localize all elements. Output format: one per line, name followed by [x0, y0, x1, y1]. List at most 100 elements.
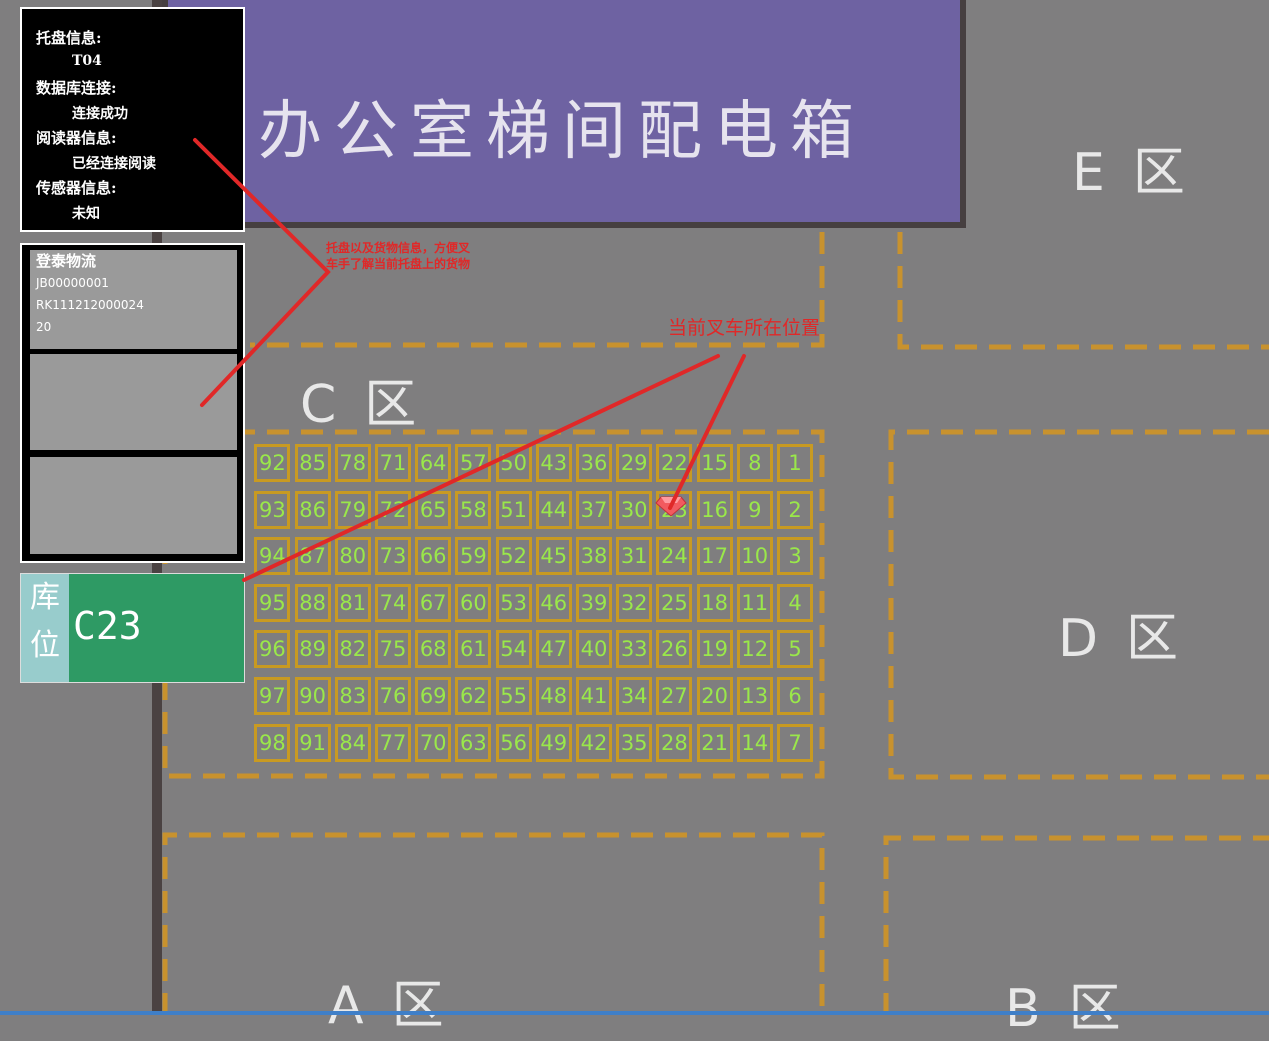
storage-cell[interactable]: 38 [576, 537, 612, 576]
storage-cell[interactable]: 11 [736, 583, 773, 622]
storage-cell[interactable]: 24 [656, 537, 693, 576]
storage-cell[interactable]: 6 [777, 677, 813, 715]
cargo-slot[interactable]: 登泰物流 JB00000001 RK111212000024 20 [30, 250, 237, 349]
storage-cell[interactable]: 28 [656, 723, 693, 762]
storage-cell[interactable]: 27 [656, 677, 693, 715]
storage-cell[interactable]: 17 [696, 537, 733, 576]
cargo-note: 托盘以及货物信息，方便叉车手了解当前托盘上的货物 [326, 241, 471, 271]
storage-cell[interactable]: 2 [777, 490, 813, 529]
storage-cell[interactable]: 78 [334, 444, 371, 482]
storage-cell[interactable]: 13 [736, 677, 773, 715]
storage-cell[interactable]: 71 [375, 444, 411, 482]
storage-cell[interactable]: 81 [334, 583, 371, 622]
storage-cell[interactable]: 46 [535, 583, 572, 622]
storage-cell[interactable]: 86 [294, 490, 331, 529]
storage-cell[interactable]: 41 [576, 677, 612, 715]
storage-cell[interactable]: 85 [294, 444, 331, 482]
storage-cell[interactable]: 26 [656, 630, 693, 669]
storage-cell[interactable]: 12 [736, 630, 773, 669]
storage-cell[interactable]: 59 [455, 537, 492, 576]
storage-cell[interactable]: 35 [616, 723, 653, 762]
storage-cell[interactable]: 48 [535, 677, 572, 715]
storage-cell[interactable]: 64 [415, 444, 452, 482]
storage-cell[interactable]: 29 [616, 444, 653, 482]
storage-cell[interactable]: 91 [294, 723, 331, 762]
storage-cell[interactable]: 93 [254, 490, 291, 529]
storage-cell[interactable]: 83 [334, 677, 371, 715]
storage-cell[interactable]: 52 [495, 537, 532, 576]
storage-cell[interactable]: 92 [254, 444, 291, 482]
storage-cell[interactable]: 66 [415, 537, 452, 576]
storage-cell[interactable]: 37 [576, 490, 612, 529]
storage-cell[interactable]: 63 [455, 723, 492, 762]
reader-value: 已经连接阅读 [72, 156, 156, 172]
storage-cell[interactable]: 97 [254, 677, 291, 715]
storage-cell[interactable]: 53 [495, 583, 532, 622]
storage-cell[interactable]: 36 [576, 444, 612, 482]
storage-cell[interactable]: 75 [375, 630, 411, 669]
storage-cell[interactable]: 43 [535, 444, 572, 482]
storage-cell[interactable]: 25 [656, 583, 693, 622]
storage-cell[interactable]: 55 [495, 677, 532, 715]
storage-cell[interactable]: 3 [777, 537, 813, 576]
location-value: C23 [73, 604, 142, 648]
storage-cell[interactable]: 49 [535, 723, 572, 762]
storage-cell[interactable]: 60 [455, 583, 492, 622]
storage-cell[interactable]: 1 [777, 444, 813, 482]
storage-cell[interactable]: 98 [254, 723, 291, 762]
storage-cell[interactable]: 40 [576, 630, 612, 669]
storage-cell[interactable]: 47 [535, 630, 572, 669]
storage-cell[interactable]: 56 [495, 723, 532, 762]
sensor-label: 传感器信息: [36, 179, 117, 197]
cargo-panel: 登泰物流 JB00000001 RK111212000024 20 [20, 243, 245, 563]
storage-cell[interactable]: 68 [415, 630, 452, 669]
storage-cell[interactable]: 77 [375, 723, 411, 762]
storage-cell[interactable]: 4 [777, 583, 813, 622]
storage-cell[interactable]: 96 [254, 630, 291, 669]
office-room: 办公室梯间配电箱 [162, 0, 966, 228]
storage-cell[interactable]: 34 [616, 677, 653, 715]
storage-cell[interactable]: 14 [736, 723, 773, 762]
storage-cell[interactable]: 84 [334, 723, 371, 762]
storage-cell[interactable]: 95 [254, 583, 291, 622]
storage-cell[interactable]: 88 [294, 583, 331, 622]
storage-cell[interactable]: 20 [696, 677, 733, 715]
storage-cell[interactable]: 31 [616, 537, 653, 576]
storage-cell[interactable]: 69 [415, 677, 452, 715]
storage-cell[interactable]: 82 [334, 630, 371, 669]
storage-cell[interactable]: 67 [415, 583, 452, 622]
storage-cell[interactable]: 33 [616, 630, 653, 669]
storage-cell[interactable]: 61 [455, 630, 492, 669]
storage-cell[interactable]: 10 [736, 537, 773, 576]
storage-cell[interactable]: 62 [455, 677, 492, 715]
storage-cell[interactable]: 30 [616, 490, 653, 529]
storage-cell[interactable]: 73 [375, 537, 411, 576]
storage-cell[interactable]: 39 [576, 583, 612, 622]
storage-cell[interactable]: 70 [415, 723, 452, 762]
storage-cell[interactable]: 7 [777, 723, 813, 762]
storage-cell[interactable]: 18 [696, 583, 733, 622]
storage-cell[interactable]: 54 [495, 630, 532, 669]
storage-cell[interactable]: 89 [294, 630, 331, 669]
storage-cell[interactable]: 32 [616, 583, 653, 622]
forklift-note: 当前叉车所在位置 [668, 317, 821, 339]
cargo-slot-empty[interactable] [30, 457, 237, 554]
storage-cell[interactable]: 19 [696, 630, 733, 669]
zone-e-label: E区 [1072, 143, 1213, 203]
storage-cell[interactable]: 16 [696, 490, 733, 529]
storage-cell[interactable]: 90 [294, 677, 331, 715]
storage-cell[interactable]: 5 [777, 630, 813, 669]
storage-cell[interactable]: 45 [535, 537, 572, 576]
storage-cell[interactable]: 21 [696, 723, 733, 762]
storage-cell[interactable]: 76 [375, 677, 411, 715]
storage-cell[interactable]: 51 [495, 490, 532, 529]
storage-cell[interactable]: 42 [576, 723, 612, 762]
storage-cell[interactable]: 74 [375, 583, 411, 622]
storage-cell[interactable]: 8 [736, 444, 773, 482]
storage-cell[interactable]: 9 [736, 490, 773, 529]
storage-cell[interactable]: 58 [455, 490, 492, 529]
storage-cell[interactable]: 44 [535, 490, 572, 529]
storage-cell[interactable]: 15 [696, 444, 733, 482]
zone-c-label: C区 [300, 375, 445, 435]
storage-cell[interactable]: 80 [334, 537, 371, 576]
